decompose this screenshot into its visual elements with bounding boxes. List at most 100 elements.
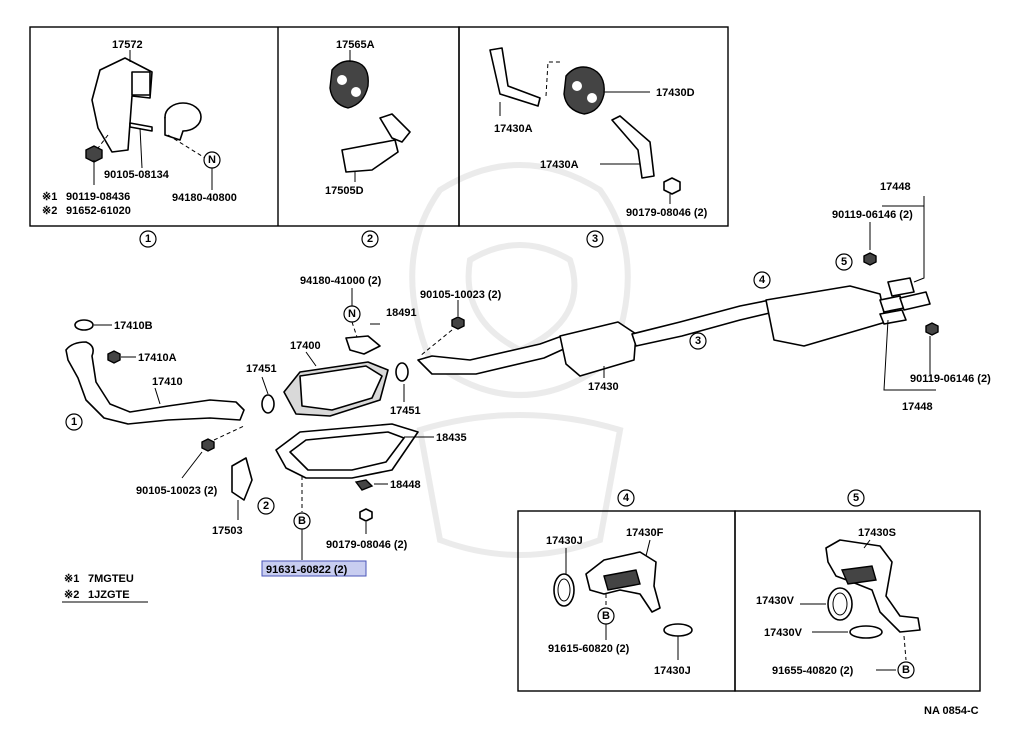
- center-pipe: [417, 335, 567, 375]
- front-pipe-17410: [65, 341, 245, 425]
- label-91652-61020: 91652-61020: [66, 205, 131, 217]
- label-17565a: 17565A: [336, 39, 375, 51]
- label-90105-08134: 90105-08134: [104, 169, 170, 181]
- heat-shield-18491: [345, 335, 381, 355]
- bracket-17430s: [825, 539, 921, 633]
- footnote-1: 7MGTEU: [88, 573, 134, 585]
- tail-pipe-lower: [879, 309, 907, 325]
- panel-1: N 17572 90105-08134 94180-40800 ※1 90119…: [42, 39, 237, 217]
- label-90179-08046-main: 90179-08046 (2): [326, 539, 408, 551]
- bolt: [129, 122, 153, 132]
- label-90105-10023-lower: 90105-10023 (2): [136, 485, 218, 497]
- label-18435: 18435: [436, 432, 467, 444]
- label-17430v-lower: 17430V: [764, 627, 803, 639]
- label-90179-08046-panel3: 90179-08046 (2): [626, 207, 708, 219]
- clamp-18448: [354, 479, 374, 491]
- label-91655-40820: 91655-40820 (2): [772, 665, 854, 677]
- hanger-rod-17430a-lower: [611, 115, 655, 179]
- callout-4: 4: [759, 274, 766, 286]
- gasket-17451-left: [261, 394, 275, 414]
- svg-text:B: B: [298, 515, 306, 527]
- svg-text:N: N: [348, 308, 356, 320]
- panel-4-number: 4: [623, 492, 630, 504]
- bolt-head: [85, 145, 103, 163]
- label-17448-lower: 17448: [902, 401, 933, 413]
- panel-5-frame: [734, 510, 981, 692]
- label-17505d: 17505D: [325, 185, 364, 197]
- marker-b-panel5: B: [902, 664, 910, 676]
- panel-5-number: 5: [853, 492, 859, 504]
- label-17572: 17572: [112, 39, 143, 51]
- svg-text:※2: ※2: [42, 205, 57, 217]
- label-17410: 17410: [152, 376, 183, 388]
- label-17503: 17503: [212, 525, 243, 537]
- label-94180-41000: 94180-41000 (2): [300, 275, 382, 287]
- panel-5: B 17430S 17430V 17430V 91655-40820 (2): [756, 527, 921, 679]
- gasket-17430j-upper: [553, 573, 575, 607]
- label-17448-upper: 17448: [880, 181, 911, 193]
- svg-text:N: N: [208, 154, 216, 166]
- gasket-17451-right: [395, 362, 409, 382]
- label-94180-40800: 94180-40800: [172, 192, 237, 204]
- label-18491: 18491: [386, 307, 417, 319]
- panel-numbers-top: 1 2 3: [139, 230, 604, 248]
- panel-2-number: 2: [367, 233, 373, 245]
- label-17430s: 17430S: [858, 527, 896, 539]
- footnote-2: 1JZGTE: [88, 589, 130, 601]
- label-90105-10023-upper: 90105-10023 (2): [420, 289, 502, 301]
- tail-tip-lower: [899, 291, 931, 311]
- svg-text:※1: ※1: [42, 191, 57, 203]
- label-91615-60820: 91615-60820 (2): [548, 643, 630, 655]
- label-17430a-lower: 17430A: [540, 159, 579, 171]
- tail-tip-upper: [887, 277, 915, 297]
- label-17430v-upper: 17430V: [756, 595, 795, 607]
- nut: [663, 177, 681, 195]
- label-17430j-lower: 17430J: [654, 665, 691, 677]
- label-17451-right: 17451: [390, 405, 421, 417]
- label-17451-left: 17451: [246, 363, 277, 375]
- panel-1-number: 1: [145, 233, 151, 245]
- footnotes: ※1 7MGTEU ※2 1JZGTE: [62, 573, 148, 603]
- gasket-17410b: [74, 319, 94, 331]
- label-17400: 17400: [290, 340, 321, 352]
- marker-n: [203, 151, 221, 169]
- label-17430j-upper: 17430J: [546, 535, 583, 547]
- label-90119-08436: 90119-08436: [66, 191, 130, 203]
- label-17430f: 17430F: [626, 527, 664, 539]
- gasket-17430v-lower: [849, 625, 883, 639]
- label-17430d: 17430D: [656, 87, 695, 99]
- panel-2: 17565A 17505D: [325, 39, 411, 197]
- svg-text:※1: ※1: [64, 573, 79, 585]
- bracket-17505d: [341, 139, 399, 173]
- center-muffler: [559, 321, 637, 377]
- main-exhaust-assembly: 17410B 17410A 17410 17451 17400 N 94180-…: [65, 181, 991, 577]
- marker-b-panel4: B: [602, 610, 610, 622]
- panel-3: 17430D 17430A 17430A 90179-08046 (2): [489, 47, 708, 219]
- bracket-17503: [231, 457, 253, 501]
- highlighted-part-box[interactable]: [261, 560, 367, 577]
- callout-3: 3: [695, 335, 701, 347]
- rubber-hanger-17565a: [329, 60, 369, 109]
- hanger-rod-17430a: [489, 47, 541, 107]
- label-17430: 17430: [588, 381, 619, 393]
- panel-4: B 17430J 17430F 91615-60820 (2) 17430J: [546, 527, 693, 677]
- nut-17410a: [107, 350, 121, 364]
- nut-90179: [359, 508, 373, 522]
- label-18448: 18448: [390, 479, 421, 491]
- highlighted-part-number[interactable]: 91631-60822 (2): [266, 564, 348, 576]
- rubber-hanger-17430d: [563, 66, 605, 115]
- gasket-17430v-upper: [827, 587, 853, 621]
- gasket-17430j-lower: [663, 623, 693, 637]
- panel-3-frame: [458, 26, 729, 227]
- panel-3-number: 3: [592, 233, 598, 245]
- diagram-ref-code: NA 0854-C: [924, 705, 979, 717]
- label-90119-06146-lower: 90119-06146 (2): [910, 373, 991, 385]
- rear-muffler: [765, 285, 887, 347]
- label-17410b: 17410B: [114, 320, 153, 332]
- svg-text:※2: ※2: [64, 589, 79, 601]
- label-90119-06146-upper: 90119-06146 (2): [832, 209, 913, 221]
- label-17410a: 17410A: [138, 352, 177, 364]
- callout-2: 2: [263, 500, 269, 512]
